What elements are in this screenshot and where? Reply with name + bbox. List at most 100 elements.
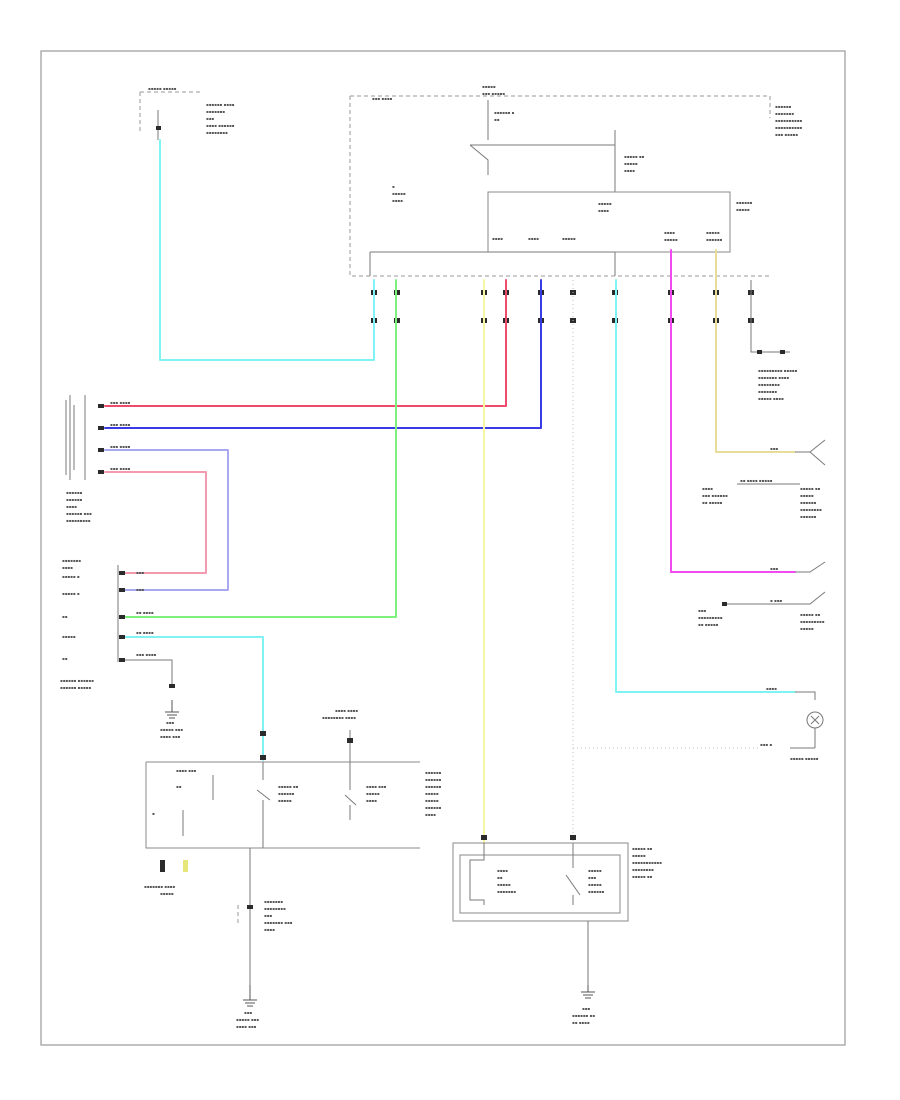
svg-text:▪▪▪ ▪▪▪▪▪: ▪▪▪ ▪▪▪▪▪ (482, 91, 505, 96)
svg-text:▪▪▪▪▪ ▪▪: ▪▪▪▪▪ ▪▪ (800, 486, 821, 491)
svg-text:▪▪▪▪▪▪ ▪: ▪▪▪▪▪▪ ▪ (494, 110, 515, 115)
svg-text:▪▪▪▪▪ ▪▪▪▪: ▪▪▪▪▪ ▪▪▪▪ (758, 396, 784, 401)
svg-text:▪▪▪▪▪▪▪▪: ▪▪▪▪▪▪▪▪ (264, 906, 286, 911)
wire-magenta (670, 249, 796, 573)
svg-text:▪▪▪▪▪▪ ▪▪: ▪▪▪▪▪▪ ▪▪ (572, 1013, 595, 1018)
svg-text:▪▪▪▪: ▪▪▪▪ (497, 868, 508, 873)
svg-text:▪▪▪▪▪▪▪ ▪▪▪▪: ▪▪▪▪▪▪▪ ▪▪▪▪ (758, 375, 789, 380)
svg-text:▪▪▪▪▪: ▪▪▪▪▪ (800, 626, 814, 631)
svg-text:▪▪▪▪▪▪▪▪▪▪: ▪▪▪▪▪▪▪▪▪▪ (775, 118, 802, 123)
svg-text:▪▪▪▪▪▪: ▪▪▪▪▪▪ (800, 514, 817, 519)
svg-text:▪▪▪▪▪▪▪▪: ▪▪▪▪▪▪▪▪ (206, 130, 228, 135)
svg-text:▪▪▪▪: ▪▪▪▪ (366, 798, 377, 803)
svg-text:▪▪▪▪▪: ▪▪▪▪▪ (632, 853, 646, 858)
svg-text:▪▪▪▪▪▪: ▪▪▪▪▪▪ (66, 490, 83, 495)
svg-text:▪▪▪▪▪▪▪▪▪: ▪▪▪▪▪▪▪▪▪ (66, 518, 91, 523)
svg-text:▪▪▪: ▪▪▪ (136, 587, 144, 592)
svg-text:▪▪▪ ▪▪▪▪▪▪: ▪▪▪ ▪▪▪▪▪▪ (702, 493, 728, 498)
svg-text:▪▪▪▪▪▪▪: ▪▪▪▪▪▪▪ (497, 889, 516, 894)
svg-text:▪▪▪▪▪ ▪▪▪▪▪: ▪▪▪▪▪ ▪▪▪▪▪ (790, 756, 819, 761)
svg-text:▪▪▪▪: ▪▪▪▪ (766, 686, 777, 691)
power-window-switch: ▪▪▪ ▪▪▪▪ ▪▪▪ ▪▪▪▪ ▪▪▪ ▪▪▪▪ ▪▪▪ ▪▪▪▪ ▪▪▪▪… (65, 395, 131, 523)
wire-green (124, 279, 397, 618)
svg-text:▪▪▪ ▪: ▪▪▪ ▪ (760, 742, 772, 747)
svg-text:▪▪▪: ▪▪▪ (698, 608, 706, 613)
svg-text:▪▪▪▪▪: ▪▪▪▪▪ (62, 634, 76, 639)
svg-text:▪▪▪▪▪ ▪▪: ▪▪▪▪▪ ▪▪ (632, 874, 653, 879)
svg-text:▪▪▪▪▪▪: ▪▪▪▪▪▪ (278, 791, 295, 796)
wire-teal (615, 279, 796, 693)
switch-right-1: ▪▪▪ ▪▪ ▪▪▪▪ ▪▪▪▪▪ ▪▪▪▪ ▪▪▪ ▪▪▪▪▪▪ ▪▪ ▪▪▪… (702, 439, 826, 519)
svg-text:▪▪▪▪▪: ▪▪▪▪▪ (278, 798, 292, 803)
svg-text:▪▪▪: ▪▪▪ (244, 1010, 252, 1015)
svg-text:▪▪▪▪ ▪▪▪: ▪▪▪▪ ▪▪▪ (176, 768, 197, 773)
svg-text:▪▪▪ ▪▪▪▪: ▪▪▪ ▪▪▪▪ (110, 466, 131, 471)
svg-text:▪▪▪▪▪: ▪▪▪▪▪ (497, 882, 511, 887)
svg-text:▪▪▪▪▪: ▪▪▪▪▪ (588, 868, 602, 873)
svg-text:▪▪▪: ▪▪▪ (770, 446, 778, 451)
svg-text:▪▪: ▪▪ (494, 117, 500, 122)
fuse-block-top-left: ▪▪▪▪▪ ▪▪▪▪▪ ▪▪▪▪▪▪ ▪▪▪▪ ▪▪▪▪▪▪▪ ▪▪▪ ▪▪▪▪… (139, 86, 235, 140)
svg-text:▪: ▪ (152, 811, 155, 816)
wire-light-blue (104, 449, 229, 591)
svg-text:▪▪▪▪▪▪▪: ▪▪▪▪▪▪▪ (62, 558, 81, 563)
svg-text:▪▪▪: ▪▪▪ (136, 570, 144, 575)
svg-text:▪▪▪▪▪▪▪: ▪▪▪▪▪▪▪ (758, 389, 777, 394)
svg-text:▪▪: ▪▪ (497, 875, 503, 880)
wire-gray-dotted (572, 280, 760, 843)
svg-text:▪▪▪▪▪▪▪▪: ▪▪▪▪▪▪▪▪ (632, 867, 654, 872)
svg-text:▪▪▪: ▪▪▪ (770, 566, 778, 571)
svg-text:▪▪▪▪ ▪▪▪: ▪▪▪▪ ▪▪▪ (236, 1024, 257, 1029)
svg-text:▪▪▪▪▪▪▪▪▪: ▪▪▪▪▪▪▪▪▪ (800, 619, 825, 624)
svg-text:▪▪▪▪▪▪▪▪: ▪▪▪▪▪▪▪▪ (758, 382, 780, 387)
svg-text:▪▪▪▪ ▪▪▪: ▪▪▪▪ ▪▪▪ (160, 734, 181, 739)
svg-text:▪▪▪▪: ▪▪▪▪ (66, 504, 77, 509)
svg-text:▪▪▪▪▪ ▪: ▪▪▪▪▪ ▪ (62, 591, 80, 596)
svg-text:▪▪▪▪▪▪ ▪▪▪: ▪▪▪▪▪▪ ▪▪▪ (66, 511, 92, 516)
svg-text:▪▪▪▪▪▪▪▪▪▪: ▪▪▪▪▪▪▪▪▪▪ (775, 125, 802, 130)
svg-text:▪▪▪▪▪ ▪: ▪▪▪▪▪ ▪ (62, 574, 80, 579)
svg-text:▪▪▪▪ ▪▪▪: ▪▪▪▪ ▪▪▪ (366, 784, 387, 789)
wire-tan (715, 249, 796, 453)
wire-cyan-top (159, 139, 375, 361)
svg-text:▪ ▪▪▪: ▪ ▪▪▪ (770, 598, 782, 603)
ground-left: ▪▪▪ ▪▪▪▪▪ ▪▪▪ ▪▪▪▪ ▪▪▪ (160, 700, 183, 739)
svg-text:▪▪ ▪▪▪▪: ▪▪ ▪▪▪▪ (572, 1020, 590, 1025)
svg-text:▪▪▪ ▪▪▪▪: ▪▪▪ ▪▪▪▪ (110, 444, 131, 449)
svg-text:▪▪▪▪▪▪: ▪▪▪▪▪▪ (800, 500, 817, 505)
svg-text:▪▪▪▪: ▪▪▪▪ (492, 236, 503, 241)
svg-text:▪▪▪ ▪▪▪▪: ▪▪▪ ▪▪▪▪ (136, 652, 157, 657)
svg-text:▪▪▪▪▪: ▪▪▪▪▪ (736, 207, 750, 212)
control-module-top: ▪▪▪ ▪▪▪▪ ▪▪▪▪▪ ▪▪▪ ▪▪▪▪▪ ▪▪▪▪▪▪ ▪▪▪▪▪▪▪ … (349, 84, 802, 277)
svg-text:▪▪▪ ▪▪▪▪: ▪▪▪ ▪▪▪▪ (110, 422, 131, 427)
svg-text:▪▪▪▪: ▪▪▪▪ (702, 486, 713, 491)
right-note: ▪▪▪▪▪▪▪▪▪ ▪▪▪▪▪ ▪▪▪▪▪▪▪ ▪▪▪▪ ▪▪▪▪▪▪▪▪ ▪▪… (758, 368, 798, 401)
svg-text:▪▪▪▪▪: ▪▪▪▪▪ (392, 191, 406, 196)
control-switch: ▪▪▪▪▪▪▪ ▪▪▪▪ ▪▪▪▪▪ ▪ ▪▪▪▪▪ ▪ ▪▪ ▪▪▪▪▪ ▪▪… (60, 558, 175, 690)
svg-text:▪▪: ▪▪ (176, 784, 182, 789)
relay-module: ▪▪▪▪ ▪▪ ▪▪▪▪▪ ▪▪▪▪▪▪▪ ▪▪▪▪▪ ▪▪▪ ▪▪▪▪▪ ▪▪… (452, 835, 662, 1025)
svg-text:▪▪▪: ▪▪▪ (206, 116, 214, 121)
svg-text:▪▪▪▪▪: ▪▪▪▪▪ (482, 84, 496, 89)
wire-pink (104, 471, 207, 574)
svg-text:▪▪▪▪▪▪▪▪ ▪▪▪▪: ▪▪▪▪▪▪▪▪ ▪▪▪▪ (322, 715, 356, 720)
svg-text:▪▪: ▪▪ (62, 656, 68, 661)
svg-text:▪▪ ▪▪▪▪: ▪▪ ▪▪▪▪ (136, 630, 154, 635)
svg-text:▪▪▪▪: ▪▪▪▪ (598, 208, 609, 213)
svg-text:▪▪▪▪: ▪▪▪▪ (392, 198, 403, 203)
svg-text:▪▪▪▪▪▪▪▪▪: ▪▪▪▪▪▪▪▪▪ (698, 615, 723, 620)
svg-text:▪▪▪▪▪: ▪▪▪▪▪ (588, 882, 602, 887)
wire-red (104, 279, 507, 407)
svg-text:▪▪▪▪▪: ▪▪▪▪▪ (598, 201, 612, 206)
svg-text:▪▪ ▪▪▪▪ ▪▪▪▪▪: ▪▪ ▪▪▪▪ ▪▪▪▪▪ (740, 478, 773, 483)
svg-text:▪▪▪▪▪ ▪▪: ▪▪▪▪▪ ▪▪ (800, 612, 821, 617)
svg-text:▪▪▪▪: ▪▪▪▪ (425, 812, 436, 817)
svg-text:▪▪▪▪▪ ▪▪▪▪▪: ▪▪▪▪▪ ▪▪▪▪▪ (148, 86, 177, 91)
svg-text:▪▪▪▪▪▪ ▪▪▪▪▪▪: ▪▪▪▪▪▪ ▪▪▪▪▪▪ (60, 678, 94, 683)
svg-text:▪▪▪▪▪ ▪▪▪: ▪▪▪▪▪ ▪▪▪ (160, 727, 183, 732)
svg-text:▪▪▪▪: ▪▪▪▪ (264, 927, 275, 932)
svg-text:▪▪▪ ▪▪▪▪: ▪▪▪ ▪▪▪▪ (372, 96, 393, 101)
svg-text:▪▪▪: ▪▪▪ (582, 1006, 590, 1011)
svg-text:▪▪▪▪▪ ▪▪▪: ▪▪▪▪▪ ▪▪▪ (236, 1017, 259, 1022)
